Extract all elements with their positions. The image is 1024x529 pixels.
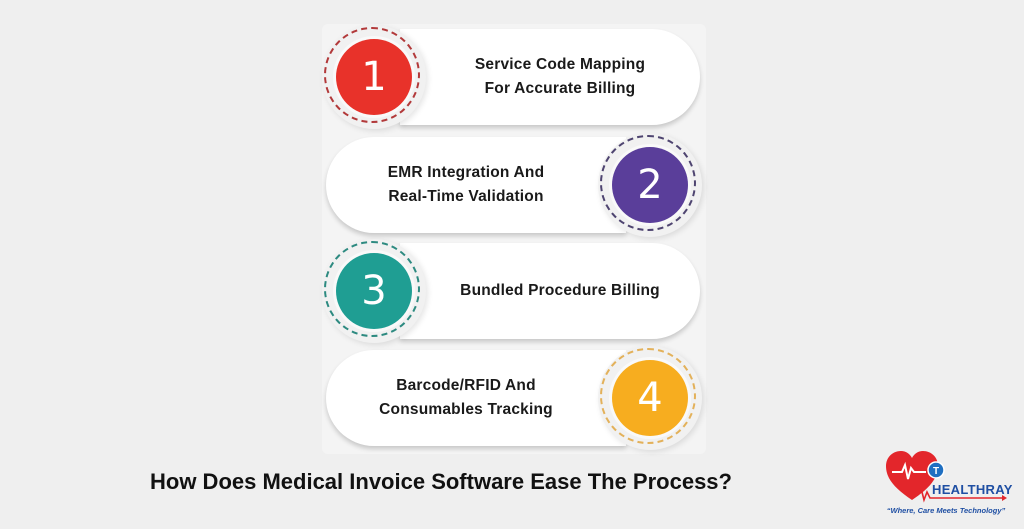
logo-tagline: “Where, Care Meets Technology”	[886, 506, 1006, 515]
step-2-line-2: Real-Time Validation	[388, 188, 544, 205]
step-2-text: EMR Integration And Real-Time Validation	[388, 161, 565, 209]
svg-text:T: T	[933, 466, 939, 477]
step-4-text: Barcode/RFID And Consumables Tracking	[379, 374, 573, 422]
step-1-text: Service Code Mapping For Accurate Billin…	[455, 53, 645, 101]
step-4-number: 4	[612, 360, 688, 436]
heart-pulse-icon: T	[886, 451, 1007, 503]
step-4-card: Barcode/RFID And Consumables Tracking	[326, 350, 626, 446]
step-1-card: Service Code Mapping For Accurate Billin…	[400, 29, 700, 125]
logo-name: HEALTHRAY	[932, 482, 1013, 497]
healthray-logo: T HEALTHRAY “Where, Care Meets Technolog…	[884, 448, 1012, 520]
step-3-badge: 3	[322, 239, 426, 343]
step-1-badge: 1	[322, 25, 426, 129]
step-3-text: Bundled Procedure Billing	[440, 279, 660, 303]
step-2-badge: 2	[598, 133, 702, 237]
step-4-line-1: Barcode/RFID And	[396, 377, 536, 394]
step-4-line-2: Consumables Tracking	[379, 401, 553, 418]
step-1-line-2: For Accurate Billing	[484, 80, 636, 97]
step-3-dashed-ring	[324, 241, 420, 337]
step-3-number: 3	[336, 253, 412, 329]
step-2-line-1: EMR Integration And	[387, 164, 545, 181]
step-4-dashed-ring	[600, 348, 696, 444]
step-2-card: EMR Integration And Real-Time Validation	[326, 137, 626, 233]
step-1-number: 1	[336, 39, 412, 115]
step-4-badge: 4	[598, 346, 702, 450]
step-2-dashed-ring	[600, 135, 696, 231]
step-1-line-1: Service Code Mapping	[474, 56, 646, 73]
step-3-card: Bundled Procedure Billing	[400, 243, 700, 339]
step-3-line-1: Bundled Procedure Billing	[460, 282, 660, 299]
page-title: How Does Medical Invoice Software Ease T…	[150, 469, 732, 494]
step-2-number: 2	[612, 147, 688, 223]
step-1-dashed-ring	[324, 27, 420, 123]
